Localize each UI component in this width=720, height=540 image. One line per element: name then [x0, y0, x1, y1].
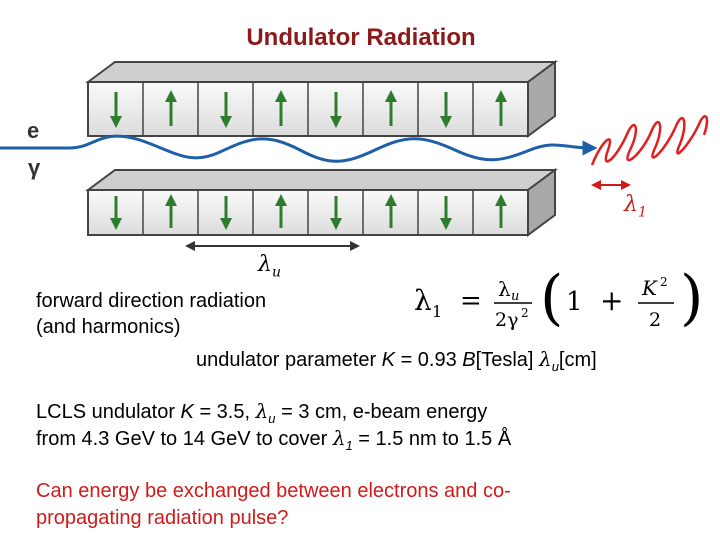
lcls-parameters-text: LCLS undulator K = 3.5, λu = 3 cm, e-bea… [36, 399, 488, 426]
undulator-diagram [0, 60, 709, 251]
svg-text:+: + [600, 284, 623, 317]
lambda-u-label: λu [258, 252, 281, 281]
electron-beam-arrow-icon [0, 134, 598, 163]
electron-label: e [27, 118, 40, 143]
svg-text:2: 2 [521, 306, 529, 320]
lambda-1-label: λ1 [624, 192, 647, 221]
svg-text:1: 1 [432, 302, 442, 321]
forward-radiation-text: forward direction radiation [36, 290, 267, 312]
svg-text:(: ( [540, 266, 563, 333]
svg-text:2: 2 [660, 275, 668, 289]
svg-text:K: K [641, 276, 658, 300]
top-magnet-array [84, 60, 559, 138]
svg-text:): ) [680, 266, 700, 333]
radiation-wave-icon [590, 115, 709, 166]
svg-text:u: u [511, 289, 519, 304]
bottom-magnet-array [84, 168, 559, 237]
svg-text:2γ: 2γ [495, 309, 518, 331]
svg-text:1: 1 [566, 287, 583, 317]
question-line-2: propagating radiation pulse? [36, 507, 289, 529]
magnet-field-arrow-icon [110, 194, 507, 230]
magnet-field-arrow-icon [110, 90, 507, 128]
svg-text:=: = [460, 286, 482, 316]
svg-text:λ: λ [498, 277, 511, 301]
page-title: Undulator Radiation [246, 24, 476, 51]
lambda-formula: λ 1 = λ u 2γ 2 ( 1 + K 2 2 ) [414, 266, 700, 333]
undulator-parameter-text: undulator parameter K = 0.93 B[Tesla] λu… [196, 347, 597, 374]
energy-range-text: from 4.3 GeV to 14 GeV to cover λ1 = 1.5… [36, 426, 512, 453]
question-line-1: Can energy be exchanged between electron… [36, 480, 511, 502]
harmonics-text: (and harmonics) [36, 316, 181, 338]
svg-text:λ: λ [414, 284, 432, 317]
gamma-label: γ [28, 155, 41, 180]
svg-text:2: 2 [649, 309, 661, 331]
